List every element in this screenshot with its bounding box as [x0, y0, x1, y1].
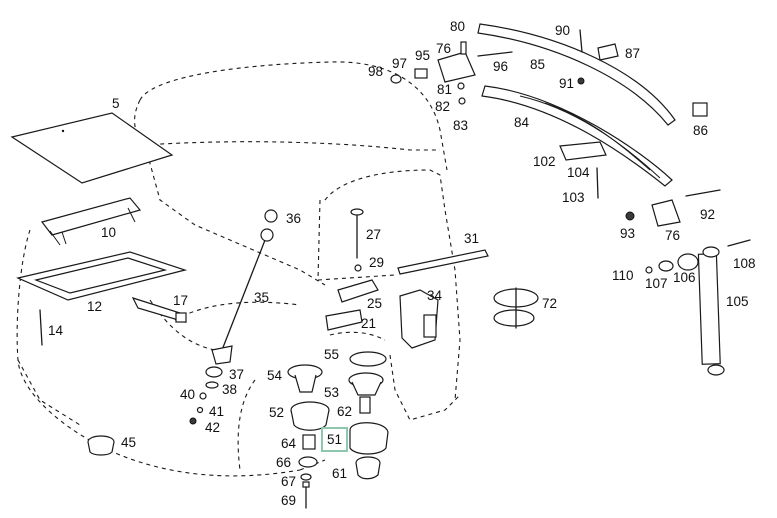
label-69: 69	[281, 493, 296, 508]
label-38: 38	[222, 382, 237, 397]
label-76: 76	[436, 41, 451, 56]
label-64: 64	[281, 436, 297, 451]
label-29: 29	[369, 255, 384, 270]
label-90: 90	[555, 23, 570, 38]
fasteners-top	[390, 29, 721, 227]
label-72: 72	[542, 296, 557, 311]
label-35: 35	[254, 290, 269, 305]
label-14: 14	[48, 323, 64, 338]
label-17: 17	[173, 293, 188, 308]
part-hinge-17	[131, 296, 187, 323]
label-27: 27	[366, 227, 381, 242]
label-31: 31	[464, 231, 479, 246]
label-41: 41	[209, 404, 224, 419]
label-106: 106	[673, 270, 696, 285]
label-76b: 76	[665, 228, 680, 243]
part-frame-12	[16, 251, 188, 301]
label-66: 66	[276, 455, 291, 470]
part-bracket-10	[40, 197, 142, 246]
label-92: 92	[700, 207, 715, 222]
label-108: 108	[733, 256, 756, 271]
label-40: 40	[180, 387, 195, 402]
label-51: 51	[327, 432, 342, 447]
part-lever-35	[211, 209, 278, 365]
label-93: 93	[620, 226, 635, 241]
label-98: 98	[368, 64, 383, 79]
label-96: 96	[493, 59, 508, 74]
part-spring-mount-72	[493, 287, 539, 329]
label-84: 84	[514, 115, 530, 130]
part-panel-5	[10, 112, 174, 184]
label-67: 67	[281, 474, 296, 489]
label-85: 85	[530, 57, 545, 72]
label-55: 55	[324, 347, 339, 362]
vehicle-body-outline	[16, 61, 461, 477]
label-62: 62	[337, 404, 352, 419]
label-12: 12	[87, 299, 102, 314]
leaf-springs	[477, 23, 676, 187]
label-53: 53	[324, 385, 339, 400]
label-5: 5	[112, 96, 120, 111]
part-bracket-34	[399, 289, 439, 349]
part-pin-14	[39, 309, 43, 346]
label-102: 102	[533, 154, 556, 169]
label-91: 91	[559, 76, 574, 91]
label-105: 105	[726, 294, 749, 309]
label-110: 110	[612, 268, 634, 283]
label-34: 34	[427, 288, 443, 303]
label-52: 52	[269, 405, 284, 420]
part-bolt-27	[350, 208, 364, 272]
small-parts-37-42	[189, 366, 223, 425]
label-97: 97	[392, 56, 407, 71]
label-54: 54	[267, 368, 283, 383]
label-104: 104	[567, 165, 590, 180]
part-pads-21-25	[325, 279, 379, 331]
highlight-box-51	[321, 427, 348, 452]
part-labels: 5 10 12 14 17 21 25 27 29 31 34 35 36 37…	[48, 19, 756, 508]
label-10: 10	[101, 225, 116, 240]
label-83: 83	[453, 118, 468, 133]
label-25: 25	[367, 296, 382, 311]
label-86: 86	[693, 123, 708, 138]
rubber-mounts	[287, 351, 389, 509]
label-103: 103	[562, 190, 585, 205]
label-80: 80	[450, 19, 465, 34]
label-82: 82	[435, 99, 450, 114]
label-45: 45	[121, 435, 136, 450]
label-37: 37	[229, 367, 244, 382]
part-strip-31	[397, 249, 489, 275]
label-61: 61	[332, 466, 347, 481]
label-107: 107	[645, 276, 668, 291]
label-21: 21	[361, 316, 376, 331]
label-95: 95	[415, 48, 430, 63]
label-42: 42	[205, 420, 220, 435]
label-81: 81	[437, 82, 452, 97]
shock-absorber-105	[645, 239, 751, 376]
label-87: 87	[625, 46, 640, 61]
part-mount-45	[87, 435, 115, 456]
label-36: 36	[286, 211, 301, 226]
